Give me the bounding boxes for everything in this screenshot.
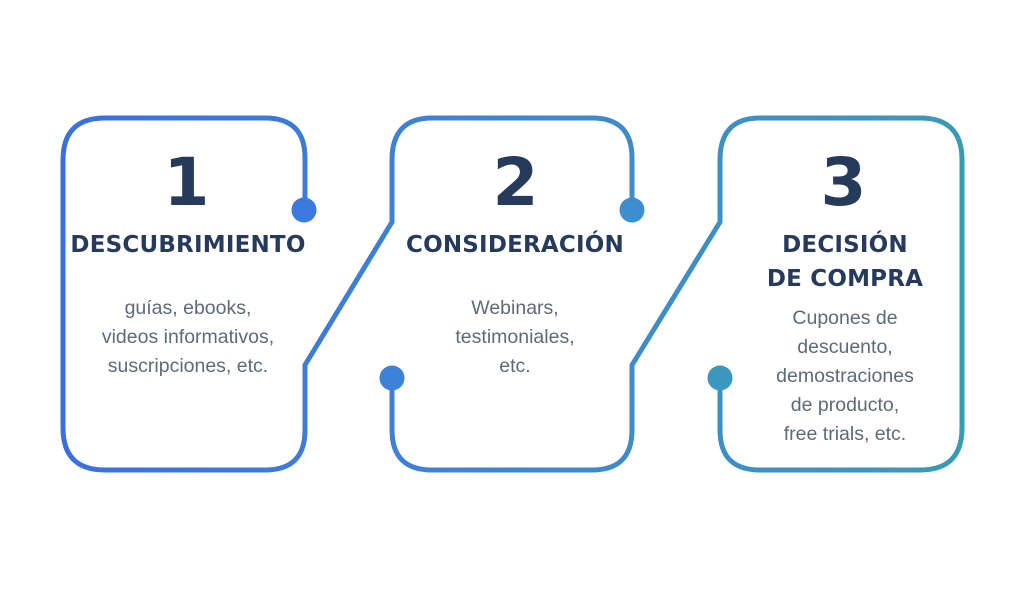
step-2-number: 2 bbox=[492, 144, 539, 221]
step-1-description-line: guías, ebooks, bbox=[124, 297, 252, 319]
step-1-description: guías, ebooks, videos informativos, susc… bbox=[58, 294, 318, 381]
step-2-description-line: Webinars, bbox=[471, 297, 559, 319]
step-1-node-dot bbox=[291, 197, 317, 223]
step-3-description-line: descuento, bbox=[797, 336, 893, 358]
step-3-description-line: de producto, bbox=[790, 394, 900, 416]
step-3-description-line: demostraciones bbox=[776, 365, 914, 387]
step-1-description-line: videos informativos, bbox=[101, 326, 275, 348]
connector-2-3 bbox=[629, 219, 723, 368]
step-1-description-line: suscripciones, etc. bbox=[107, 355, 269, 377]
step-3-description-line: Cupones de bbox=[792, 307, 898, 329]
step-2-title: CONSIDERACIÓN bbox=[375, 228, 655, 262]
step-3-number: 3 bbox=[820, 144, 867, 221]
step-2-title-line: CONSIDERACIÓN bbox=[406, 232, 624, 258]
step-2-node-dot-top bbox=[619, 197, 645, 223]
step-2-outline bbox=[389, 115, 635, 225]
step-2-description-line: etc. bbox=[499, 355, 531, 377]
connector-1-2 bbox=[302, 219, 395, 368]
step-2-node-dot-bottom bbox=[379, 365, 405, 391]
step-1-outline bbox=[60, 115, 308, 473]
step-2-description: Webinars, testimoniales, etc. bbox=[385, 294, 645, 381]
step-1-title-line: DESCUBRIMIENTO bbox=[70, 232, 306, 258]
step-2-description-line: testimoniales, bbox=[455, 326, 575, 348]
step-3-title-line: DE COMPRA bbox=[766, 266, 924, 292]
step-3-node-dot bbox=[707, 365, 733, 391]
step-1-number: 1 bbox=[163, 144, 210, 221]
step-3-description-line: free trials, etc. bbox=[783, 423, 907, 445]
step-3-outline bbox=[717, 115, 965, 473]
step-3-title: DECISIÓN DE COMPRA bbox=[705, 228, 985, 296]
step-1-title: DESCUBRIMIENTO bbox=[48, 228, 328, 262]
step-3-description: Cupones de descuento, demostraciones de … bbox=[715, 304, 975, 449]
step-2-outline-bottom bbox=[389, 362, 635, 473]
step-3-title-line: DECISIÓN bbox=[782, 232, 908, 258]
